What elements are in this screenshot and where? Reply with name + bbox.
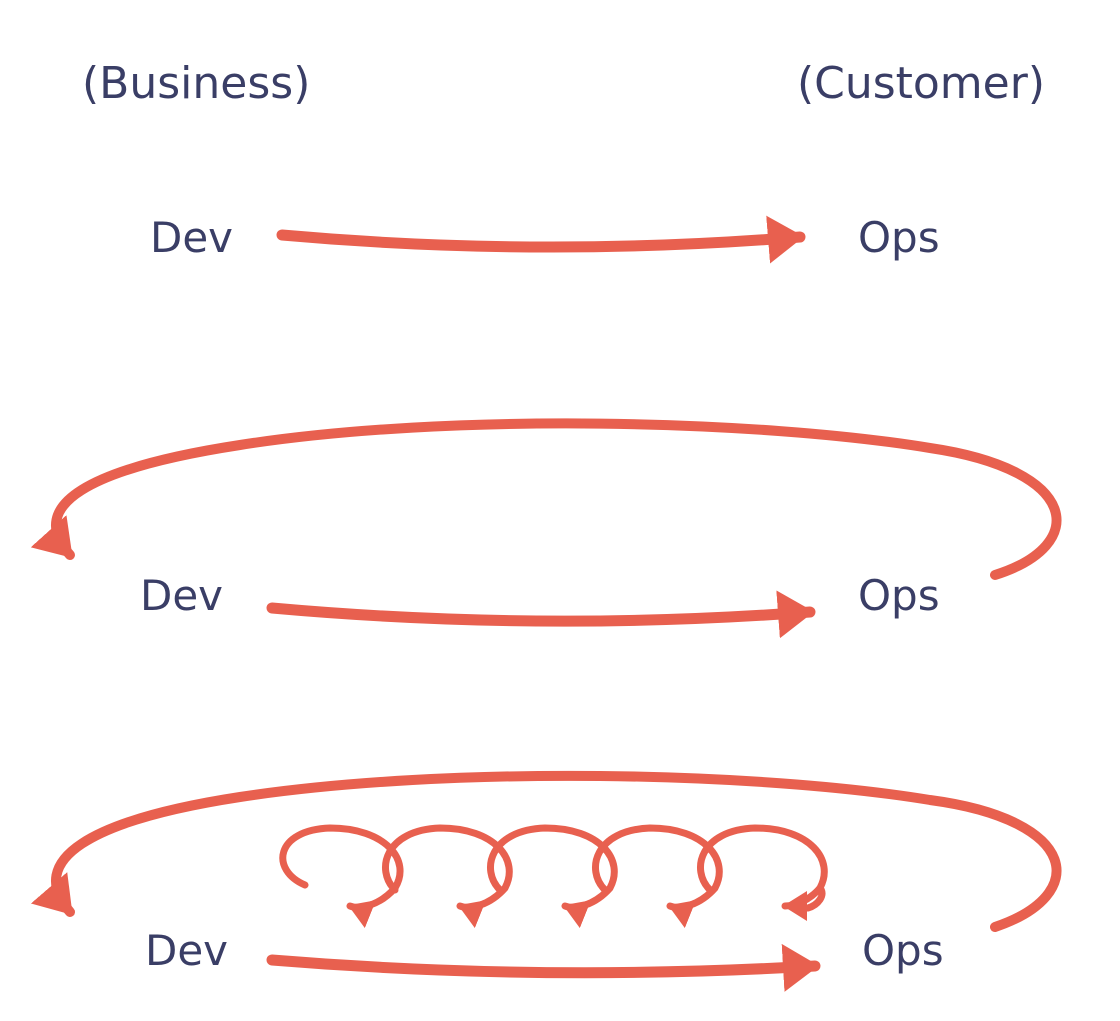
ops-label-3: Ops [862,926,944,975]
dev-label-3: Dev [145,926,228,975]
iteration-loop-1 [279,824,404,929]
ops-label-1: Ops [858,213,940,262]
dev-to-ops-arrow-3 [266,943,821,992]
business-label: (Business) [82,58,310,109]
iteration-loop-4 [592,824,723,929]
iteration-loop-2 [382,824,513,929]
dev-label-1: Dev [150,213,233,262]
iteration-loop-3 [487,824,618,929]
iteration-loop-5 [697,824,828,921]
customer-label: (Customer) [797,58,1045,109]
feedback-loop-arrow-2 [30,418,1062,580]
dev-to-ops-arrow-1 [276,215,806,264]
ops-label-2: Ops [858,571,940,620]
dev-label-2: Dev [140,571,223,620]
iteration-loop-tail [804,884,826,912]
dev-to-ops-arrow-2 [266,590,816,639]
feedback-loop-arrow-3 [30,770,1062,932]
